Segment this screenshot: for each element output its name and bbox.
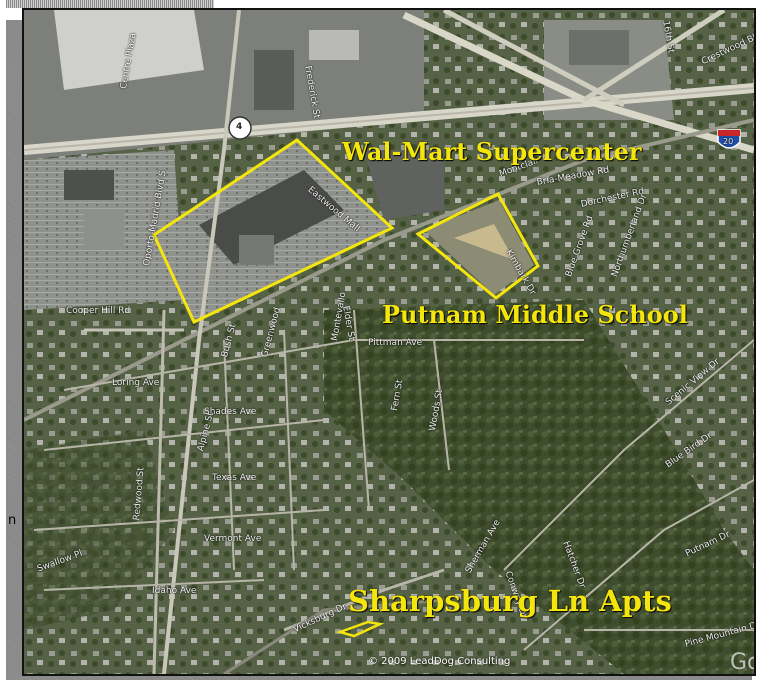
- sharpsburg-highlight: [335, 620, 385, 638]
- aerial-map: 4 20 Centre Plaza Frederick St Eastwood …: [22, 8, 756, 676]
- street-shades: Shades Ave: [204, 407, 257, 417]
- street-cooper-hill: Cooper Hill Rd: [66, 306, 131, 316]
- street-vermont: Vermont Ave: [204, 534, 262, 544]
- shield-number-20: 20: [723, 137, 734, 146]
- walmart-label: Wal-Mart Supercenter: [342, 137, 642, 166]
- street-texas: Texas Ave: [212, 473, 257, 483]
- copyright-credit: © 2009 LeadDog Consulting: [368, 656, 511, 667]
- watermark: Go: [730, 650, 754, 675]
- putnam-label: Putnam Middle School: [382, 300, 688, 329]
- sharpsburg-label: Sharpsburg Ln Apts: [348, 584, 672, 618]
- aerial-imagery: [24, 10, 754, 674]
- state-route-shield: [228, 116, 252, 140]
- side-character: n: [8, 513, 17, 528]
- interstate-shield: [717, 129, 741, 149]
- street-pittman: Pittman Ave: [368, 338, 423, 348]
- putnam-highlight: [415, 192, 540, 300]
- shield-number-4: 4: [236, 122, 243, 132]
- top-border-pattern: [6, 0, 214, 8]
- walmart-highlight: [152, 138, 395, 325]
- street-loring: Loring Ave: [112, 378, 160, 388]
- street-idaho: Idaho Ave: [152, 586, 197, 596]
